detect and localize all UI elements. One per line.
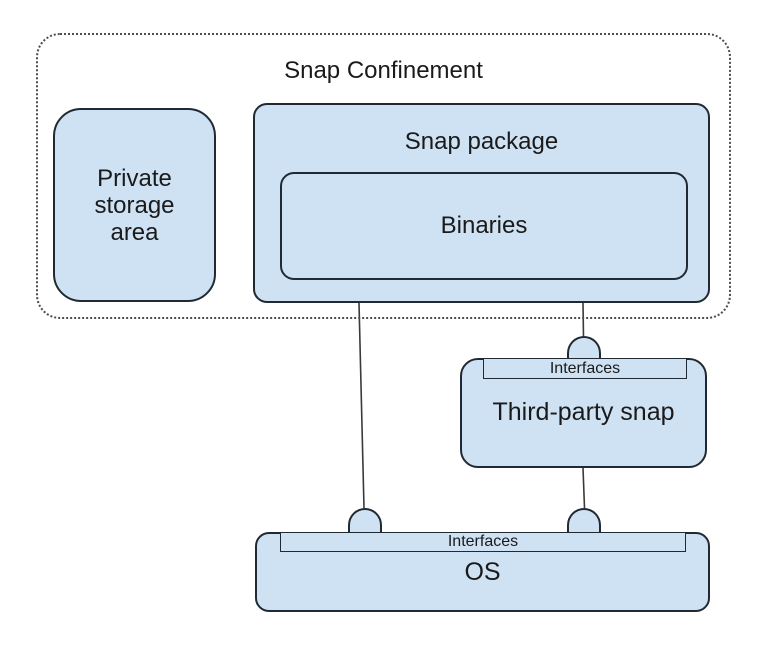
interface-plug-os-left [348,508,382,532]
interface-plug-os-right [567,508,601,532]
os-interfaces-bar: Interfaces [280,532,686,552]
interface-plug-thirdparty [567,336,601,358]
binaries-box: Binaries [280,172,688,280]
connector-snappackage-to-os [358,302,365,509]
snap-confinement-container [36,33,731,319]
snap-package-label: Snap package [404,128,559,155]
snap-confinement-title: Snap Confinement [284,57,483,84]
third-party-snap-label: Third-party snap [492,398,675,426]
private-storage-box: Private storage area [53,108,216,302]
os-label: OS [464,558,501,586]
private-storage-label: Private storage area [94,164,175,246]
binaries-label: Binaries [440,212,528,239]
connector-thirdparty-to-os [582,467,586,509]
third-party-interfaces-bar: Interfaces [483,358,687,379]
